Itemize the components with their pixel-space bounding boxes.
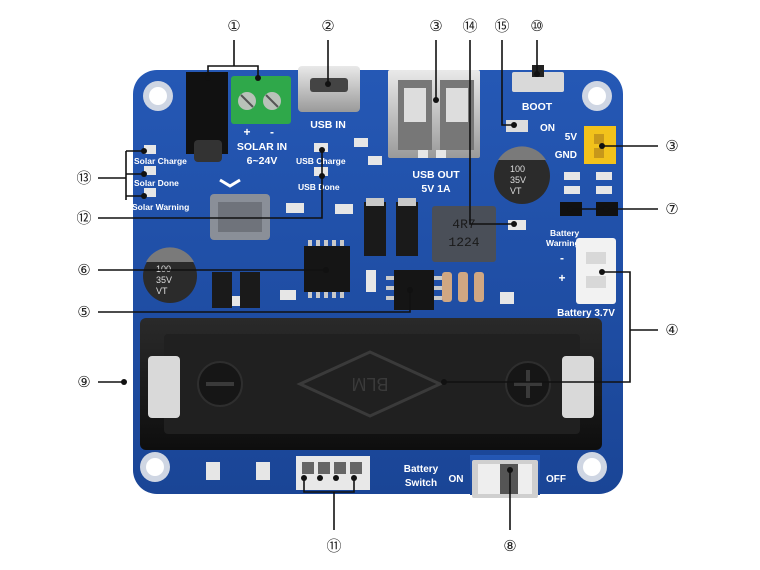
switch-off-label: OFF [546,474,566,485]
callout-6: ⑥ [77,261,90,279]
solar-done-label: Solar Done [134,178,179,188]
diode-left-1 [212,272,232,308]
callout-3-top: ③ [429,17,442,35]
cap-left-text-1: 100 [156,264,171,274]
smd-parts [144,138,612,480]
solar-in-label: SOLAR IN [237,141,287,153]
on-led-label: ON [540,123,555,134]
usb-a-connector [388,70,480,158]
battery-holder [140,318,602,450]
battery-voltage-label: Battery 3.7V [557,308,615,319]
mounting-holes [140,81,612,482]
leader-lines [98,40,658,530]
callout-4: ④ [665,321,678,339]
micro-usb-connector [298,66,360,112]
dc-barrel-jack [186,72,228,162]
gnd-label: GND [555,150,577,161]
callout-10: ⑩ [530,17,543,35]
callout-5: ⑤ [77,303,90,321]
cap-left-text-3: VT [156,286,168,296]
solar-charge-label: Solar Charge [134,156,187,166]
leader-dots [121,71,609,481]
boot-button [512,65,564,92]
callout-1: ① [227,17,240,35]
on-led [506,120,528,132]
capacitor-left [143,247,197,303]
solar-terminal-block [231,76,291,124]
usb-done-label: USB Done [298,182,340,192]
callout-14: ⑭ [462,17,477,35]
battery-warning-label-1: Battery [550,228,580,238]
callout-11: ⑪ [326,537,341,555]
usb-charge-label: USB Charge [296,156,346,166]
callout-2: ② [321,17,334,35]
battery-minus-label: - [560,251,564,265]
cap-right-text-3: VT [510,186,522,196]
callout-3-right: ③ [665,137,678,155]
capacitor-right [494,146,550,204]
usb-in-label: USB IN [310,119,346,131]
battery-switch [472,460,538,498]
callout-15: ⑮ [494,17,509,35]
callout-9: ⑨ [77,373,90,391]
power-diodes [364,198,418,256]
solar-warning-label: Solar Warning [132,202,189,212]
battery-switch-label-1: Battery [404,464,439,475]
cap-right-text-2: 35V [510,175,526,185]
battery-connector [576,238,616,304]
callout-13: ⑬ [76,169,91,187]
cap-left-text-2: 35V [156,275,172,285]
callout-12: ⑫ [76,209,91,227]
terminal-minus-label: - [270,125,274,139]
boost-ic [386,270,442,310]
terminal-plus-label: + [243,125,250,139]
battery-switch-label-2: Switch [405,478,437,489]
holder-logo: BLM [351,374,388,394]
5v-label: 5V [565,132,578,143]
usb-out-rating-label: 5V 1A [421,183,451,195]
pin-header [296,456,370,490]
callout-7: ⑦ [665,200,678,218]
solar-voltage-label: 6~24V [247,155,278,167]
boot-label: BOOT [522,101,553,113]
battery-plus-label: + [558,271,565,285]
callout-8: ⑧ [503,537,516,555]
inductor-4r7 [432,206,496,262]
battery-warning-label-2: Warning [546,238,580,248]
usb-out-label: USB OUT [412,169,460,181]
cap-right-text-1: 100 [510,164,525,174]
inductor-marking-2: 1224 [448,235,479,250]
switch-on-label: ON [449,474,464,485]
resistor-array [442,272,484,302]
diode-left-2 [240,272,260,308]
